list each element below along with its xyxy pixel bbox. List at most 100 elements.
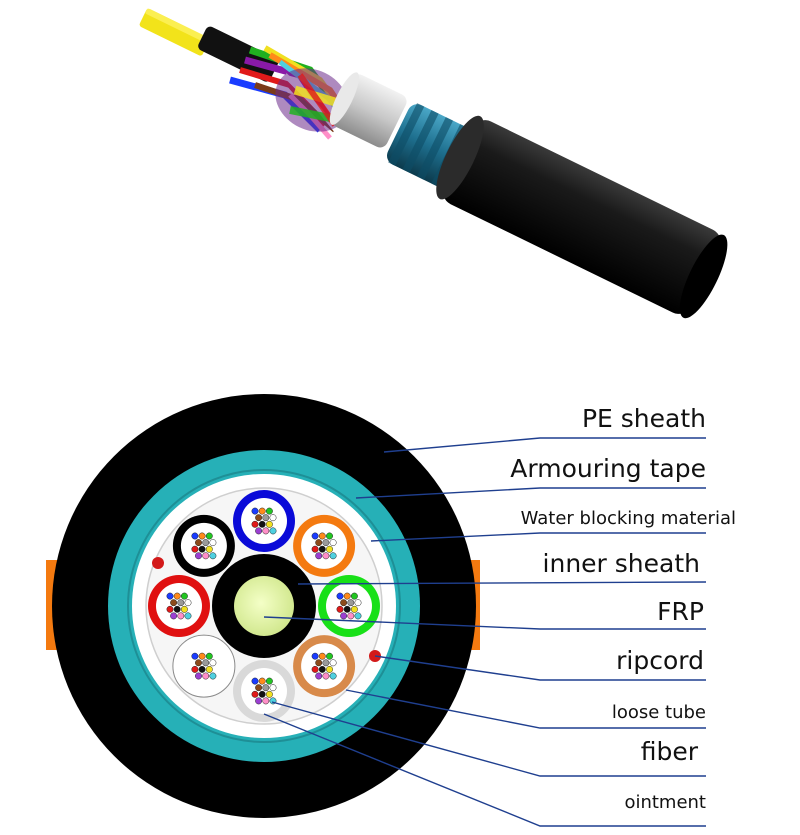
fiber-strand (258, 507, 266, 515)
fiber-strand (318, 665, 326, 673)
fiber-strand (340, 612, 348, 620)
fiber-strand (269, 527, 277, 535)
ointment-fill (180, 522, 227, 569)
fiber-strand (326, 545, 333, 553)
callout-labels: PE sheath Armouring tape Water blocking … (510, 404, 736, 813)
fiber-strand (255, 697, 263, 705)
ripcord-dot-left (152, 557, 164, 569)
fiber-strand (354, 612, 362, 620)
fiber-strand (350, 605, 358, 613)
loose-tube-group (148, 490, 380, 722)
label-frp: FRP (657, 597, 704, 626)
fiber-strand (340, 599, 348, 607)
fiber-strand (311, 665, 319, 673)
fiber-strand (170, 612, 178, 620)
fiber-strand (326, 532, 333, 540)
label-loose-tube: loose tube (612, 702, 706, 723)
leader-ripcord (374, 655, 706, 681)
fiber-strand (198, 652, 206, 660)
fiber-strand (315, 539, 323, 547)
fiber-strand (336, 592, 344, 600)
cable-cross-section (46, 394, 480, 818)
leader-ointment (263, 713, 706, 827)
fiber-strand (265, 690, 273, 698)
ointment-fill (180, 643, 227, 690)
fiber-strand (177, 612, 185, 620)
fiber-strand (205, 652, 213, 660)
fiber-strand (343, 605, 351, 613)
fiber-strand (180, 605, 188, 613)
fiber-strand (195, 659, 202, 667)
fiber-strand (198, 532, 206, 540)
fiber-strand (205, 545, 213, 553)
fiber-strand (265, 507, 273, 515)
fiber-strand (262, 697, 270, 705)
fiber-strand (311, 652, 319, 660)
leader-loose-tube (345, 689, 706, 729)
fiber-strand (205, 532, 213, 540)
fiber-strand (354, 599, 362, 607)
fiber-strand (251, 690, 259, 698)
leader-frp (263, 616, 706, 630)
ointment-fill (241, 498, 287, 544)
fiber-strand (255, 684, 263, 692)
exposed-tape-layer (329, 72, 407, 148)
fiber-strand (329, 539, 337, 547)
fiber-strand (347, 599, 355, 607)
leader-inner-sheath (297, 581, 707, 585)
fiber-strand (251, 520, 259, 528)
fiber-strand (343, 592, 351, 600)
fiber-strand (258, 677, 266, 685)
fiber-strand (265, 677, 273, 685)
fiber-strand (195, 552, 202, 560)
fiber-strand (195, 539, 202, 547)
fiber-strand (184, 612, 192, 620)
label-pe-sheath: PE sheath (582, 404, 706, 433)
fiber-strand (262, 514, 270, 522)
frp-core (234, 576, 294, 636)
fiber-strand (166, 592, 174, 600)
fiber-strand (347, 612, 355, 620)
core-binder-line (145, 487, 383, 725)
fiber-strand (329, 659, 337, 667)
fiber-strand (184, 599, 192, 607)
fiber-strand (326, 665, 333, 673)
ointment-fill (241, 668, 287, 714)
loose-tube-white (172, 634, 236, 698)
label-water-blocking-material: Water blocking material (521, 508, 736, 529)
callout-leader-lines (263, 437, 707, 827)
fiber-strand (262, 527, 270, 535)
fiber-strand (202, 672, 210, 680)
ointment-fill (301, 643, 348, 690)
loose-tube-black (172, 514, 235, 577)
leader-fiber (271, 701, 706, 777)
fiber-strand (262, 684, 270, 692)
fiber-strand (311, 545, 319, 553)
loose-tube-orange (293, 514, 356, 577)
fiber-strand (170, 599, 178, 607)
loose-tube-brown (293, 635, 356, 698)
armouring-tape-inner-edge (127, 469, 401, 743)
label-inner-sheath: inner sheath (543, 549, 700, 578)
fiber-strand (322, 672, 330, 680)
exposed-frp-rod (139, 8, 210, 56)
fiber-strand (209, 672, 217, 680)
fiber-strand (191, 532, 199, 540)
loose-tube-red (148, 575, 210, 637)
loose-tube-blue (233, 490, 295, 552)
fiber-strand (251, 507, 259, 515)
fiber-strand (258, 690, 266, 698)
exposed-inner-sheath (198, 26, 279, 82)
fiber-strand (318, 652, 326, 660)
fiber-strand (209, 552, 217, 560)
ointment-fill (326, 583, 372, 629)
fiber-strand (350, 592, 358, 600)
loose-tube-grey (233, 660, 295, 722)
fiber-strand (258, 520, 266, 528)
fiber-strand (173, 605, 181, 613)
fiber-strand (177, 599, 185, 607)
fiber-strand (198, 665, 206, 673)
label-fiber: fiber (641, 737, 699, 766)
cable-3d-illustration (139, 8, 728, 319)
